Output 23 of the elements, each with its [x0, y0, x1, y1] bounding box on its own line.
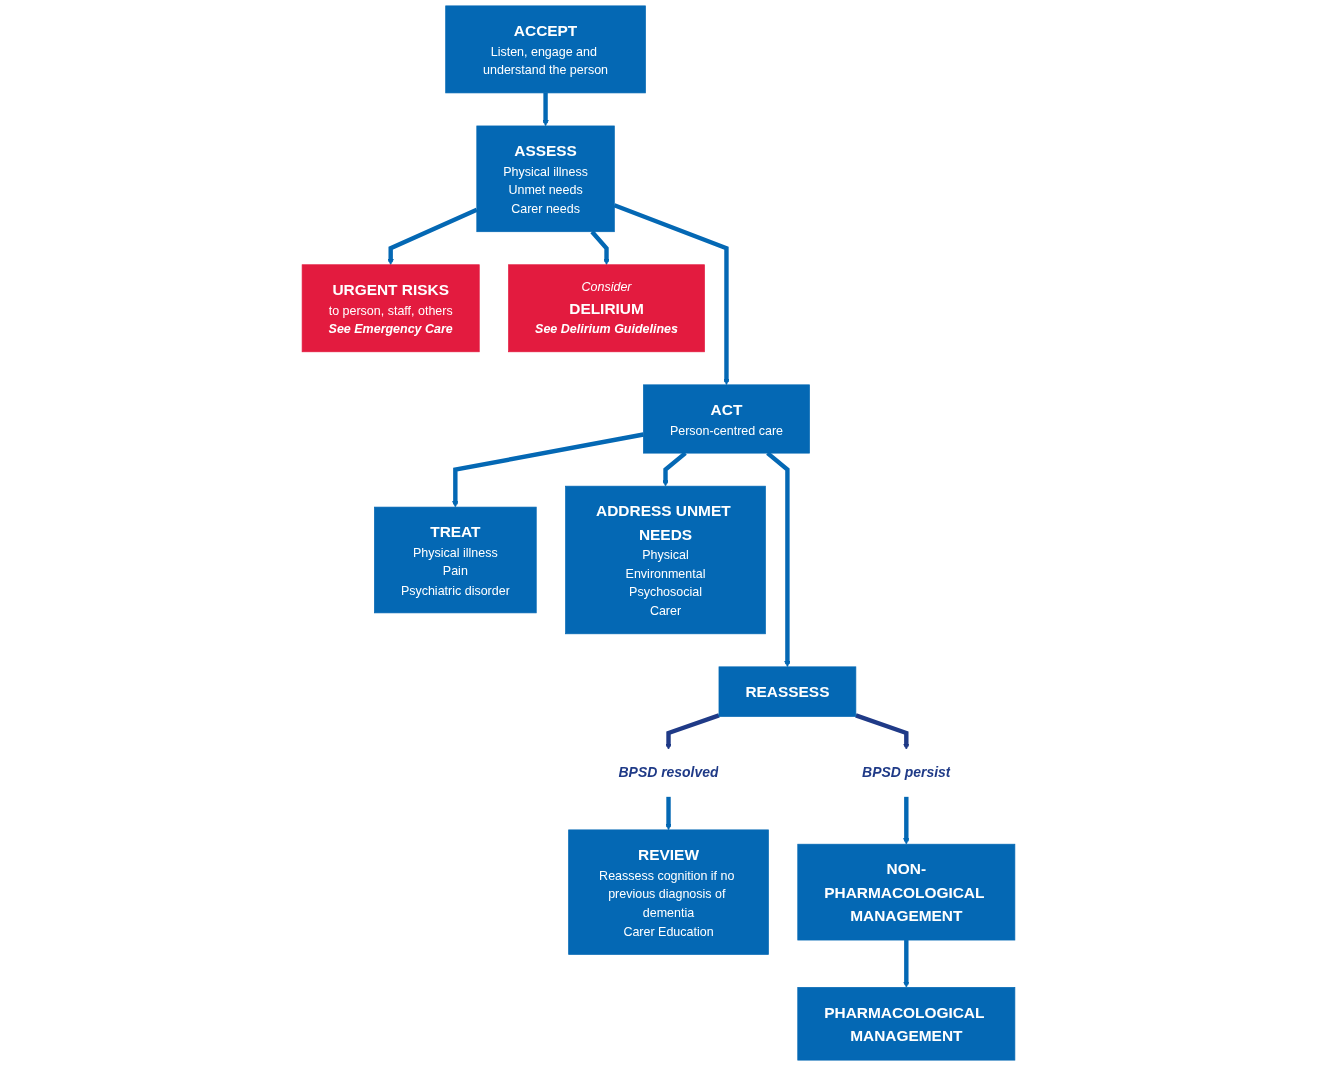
- node-box: [797, 987, 1016, 1061]
- node-box: [476, 125, 615, 233]
- node-box: [643, 384, 810, 454]
- node-box: [797, 843, 1016, 941]
- node-box: [568, 829, 769, 955]
- arrow: [387, 207, 478, 266]
- arrow: [613, 203, 730, 386]
- node-box: [374, 506, 537, 614]
- node-box: [565, 485, 766, 635]
- node-box: [718, 666, 857, 717]
- arrow: [452, 432, 644, 508]
- arrow: [665, 713, 720, 750]
- node-text: BPSD resolved: [618, 764, 719, 781]
- arrow: [903, 940, 910, 988]
- arrow: [665, 796, 672, 831]
- arrow: [855, 713, 910, 750]
- node-box: [445, 5, 646, 94]
- arrow: [590, 230, 610, 266]
- arrow: [542, 92, 549, 127]
- node-box: [508, 264, 705, 353]
- node-text: BPSD persist: [862, 764, 951, 781]
- arrow: [903, 796, 910, 845]
- node-box: [301, 264, 480, 353]
